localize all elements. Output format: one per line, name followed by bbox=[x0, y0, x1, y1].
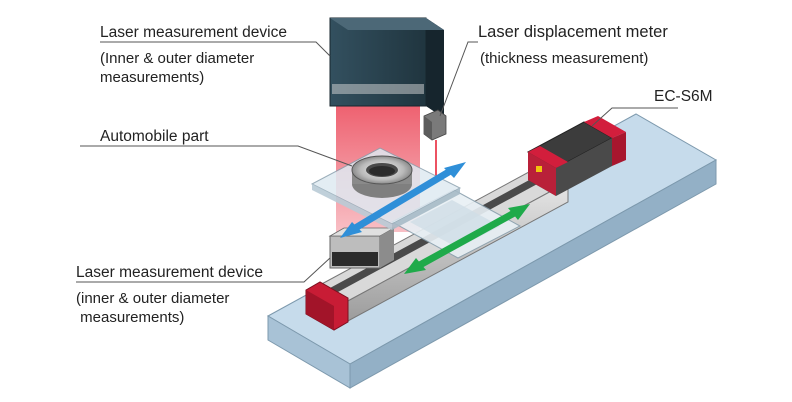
blue-double-arrow-icon bbox=[340, 162, 466, 238]
label-title: Laser measurement device bbox=[100, 24, 287, 41]
laser-displacement-meter bbox=[423, 109, 447, 178]
label-line: measurements) bbox=[100, 69, 204, 86]
label-laser-displacement: Laser displacement meter (thickness meas… bbox=[478, 23, 668, 67]
label-line: measurements) bbox=[76, 309, 184, 326]
label-actuator: EC-S6M bbox=[654, 88, 713, 105]
laser-device-top bbox=[329, 17, 444, 118]
automobile-part-ring bbox=[351, 155, 413, 198]
label-title: Automobile part bbox=[100, 128, 209, 145]
label-laser-device-bottom: Laser measurement device (inner & outer … bbox=[76, 264, 263, 326]
label-title: Laser measurement device bbox=[76, 264, 263, 281]
label-line: (Inner & outer diameter bbox=[100, 50, 254, 67]
label-title: Laser displacement meter bbox=[478, 23, 668, 41]
leader-lines bbox=[76, 41, 678, 283]
label-line: (inner & outer diameter bbox=[76, 290, 229, 307]
label-laser-device-top: Laser measurement device (Inner & outer … bbox=[100, 24, 287, 86]
label-line: (thickness measurement) bbox=[480, 50, 648, 67]
laser-device-bottom bbox=[328, 227, 396, 269]
label-automobile-part: Automobile part bbox=[100, 128, 209, 145]
green-double-arrow-icon bbox=[404, 204, 530, 274]
label-title: EC-S6M bbox=[654, 88, 713, 105]
